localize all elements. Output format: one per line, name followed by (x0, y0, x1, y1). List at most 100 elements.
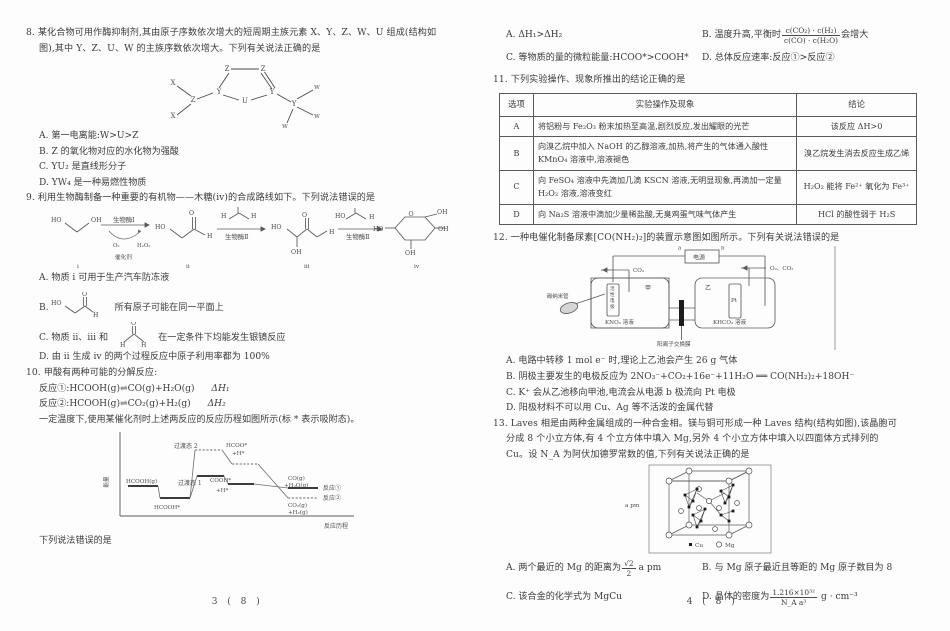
svg-text:甲: 甲 (645, 285, 651, 292)
table-cell-operation: 向 FeSO₄ 溶液中先滴加几滴 KSCN 溶液,无明显现象,再滴加一定量 H₂… (532, 169, 798, 205)
svg-text:ⅰ: ⅰ (77, 264, 79, 270)
question-10-reaction-2-equation: 反应②:HCOOH(g)⇌CO₂(g)+H₂(g) (39, 399, 191, 410)
svg-text:HCOOH(g): HCOOH(g) (126, 478, 157, 485)
svg-text:生物酶Ⅰ: 生物酶Ⅰ (113, 215, 135, 224)
table-header-operation: 实验操作及现象 (532, 93, 798, 117)
svg-text:H: H (93, 312, 99, 318)
svg-text:H₂O₂: H₂O₂ (137, 243, 150, 249)
svg-text:CO₂(g): CO₂(g) (288, 502, 307, 509)
table-cell-operation: 向 Na₂S 溶液中滴加少量稀盐酸,无臭鸡蛋气味气体产生 (532, 203, 798, 225)
question-10-option-d: D. 总体反应速率:反应①>反应② (702, 53, 835, 63)
fraction-denominator: N_A a³ (781, 597, 807, 607)
svg-text:ⅲ: ⅲ (304, 264, 310, 270)
question-10-stem: 10. 甲酸有两种可能的分解反应: (26, 368, 158, 379)
table-cell-option: D (499, 203, 534, 225)
svg-text:H: H (120, 342, 126, 348)
question-9-option-c-suffix: 在一定条件下均能发生银镜反应 (158, 332, 286, 343)
question-13-option-d-suffix: g · cm⁻³ (821, 592, 858, 603)
svg-text:HCOOH*: HCOOH* (154, 505, 180, 511)
question-8-option-c: C. YU₂ 是直线形分子 (39, 162, 127, 173)
edge-length-label: a pm (625, 503, 640, 509)
question-9-option-d: D. 由 ⅱ 生成 ⅳ 的两个过程反应中原子利用率都为 100% (39, 352, 270, 363)
svg-text:Z: Z (224, 65, 229, 73)
svg-text:a: a (678, 246, 682, 252)
svg-text:Y: Y (215, 88, 221, 96)
question-10-options-row-1: A. ΔH₁>ΔH₂ B. 温度升高,平衡时 c(CO₂) · c(H₂) c(… (493, 26, 926, 45)
question-13-option-d: D. 晶体的密度为 1.216×10³² N_A a³ g · cm⁻³ (702, 588, 858, 607)
question-11-stem: 11. 下列实验操作、现象所推出的结论正确的是 (493, 74, 686, 85)
question-13-option-a-fraction: √2 2 (622, 559, 636, 578)
svg-text:H: H (141, 342, 147, 348)
question-9-option-c-structure: O H H (108, 320, 154, 348)
table-header-option: 选项 (499, 93, 534, 117)
question-9-option-b-prefix: B. (39, 302, 49, 313)
svg-text:W: W (282, 124, 288, 130)
question-13-stem-line3: Cu。设 N_A 为阿伏加德罗常数的值,下列有关说法正确的是 (506, 449, 750, 460)
question-10-reaction-1: 反应①:HCOOH(g)⇌CO(g)+H₂O(g) ΔH₁ (26, 382, 457, 398)
question-13-option-a: A. 两个最近的 Mg 的距离为 √2 2 a pm (506, 559, 702, 578)
table-row: A 将铝粉与 Fe₂O₃ 粉末加热至高温,剧烈反应,发出耀眼的光芒 该反应 ΔH… (499, 115, 917, 137)
question-12-option-a: A. 电路中转移 1 mol e⁻ 时,理论上乙池会产生 26 g 气体 (506, 356, 738, 367)
svg-text:生物酶Ⅱ: 生物酶Ⅱ (346, 232, 370, 241)
right-page-number: 4 ( 8 ) (686, 597, 739, 607)
question-10-reaction-1-equation: 反应①:HCOOH(g)⇌CO(g)+H₂O(g) (39, 383, 195, 394)
energy-axis-label: 能量 (102, 476, 110, 488)
table-cell-conclusion: H₂O₂ 能将 Fe²⁺ 氧化为 Fe³⁺ (796, 169, 917, 205)
svg-text:O: O (189, 210, 194, 217)
question-12-apparatus-diagram: 电源 a b CO₂ O₂、CO₂ 活 性 电 极 甲 乙 Pt KNO₃ 溶液… (493, 246, 926, 354)
question-12-option-b: B. 阴极主要发生的电极反应为 2NO₃⁻+CO₂+16e⁻+11H₂O ══ … (506, 372, 855, 383)
svg-text:+H₂(g): +H₂(g) (288, 509, 308, 516)
svg-text:H: H (221, 213, 227, 220)
svg-text:过渡态 1: 过渡态 1 (178, 479, 202, 487)
svg-text:乙: 乙 (705, 285, 711, 292)
svg-text:HO: HO (373, 226, 383, 233)
question-13-stem-line2: 分成 8 个小立方体,有 4 个立方体中填入 Mg,另外 4 个小立方体中填入以… (506, 434, 879, 445)
question-9-option-a: A. 物质 i 可用于生产汽车防冻液 (39, 272, 170, 283)
svg-text:OH: OH (438, 226, 449, 233)
svg-text:Y: Y (290, 100, 296, 108)
question-13-options-row-1: A. 两个最近的 Mg 的距离为 √2 2 a pm B. 与 Mg 原子最近且… (493, 559, 926, 578)
svg-text:H: H (251, 213, 257, 220)
question-10-option-a: A. ΔH₁>ΔH₂ (506, 29, 563, 40)
svg-text:X: X (170, 79, 175, 87)
question-11-experiment-table: 选项 实验操作及现象 结论 A 将铝粉与 Fe₂O₃ 粉末加热至高温,剧烈反应,… (499, 93, 917, 225)
question-10-reaction-1-enthalpy: ΔH₁ (211, 383, 230, 394)
question-13-option-a-prefix: A. 两个最近的 Mg 的距离为 (506, 563, 622, 574)
svg-text:X: X (170, 112, 175, 120)
svg-text:反应②: 反应② (323, 494, 341, 502)
fraction-denominator: 2 (626, 568, 632, 578)
svg-text:OH: OH (437, 209, 448, 216)
svg-text:CO₂: CO₂ (633, 268, 644, 274)
question-13-option-a-suffix: a pm (638, 563, 662, 574)
svg-text:碳纳米管: 碳纳米管 (547, 292, 569, 300)
svg-text:OH: OH (291, 249, 302, 256)
svg-text:H: H (329, 229, 335, 236)
left-page-number: 3 ( 8 ) (211, 597, 264, 607)
table-header-row: 选项 实验操作及现象 结论 (499, 93, 917, 117)
question-10-tail: 下列说法错误的是 (39, 536, 112, 547)
table-row: D 向 Na₂S 溶液中滴加少量稀盐酸,无臭鸡蛋气味气体产生 HCl 的酸性弱于… (499, 203, 917, 225)
table-cell-operation: 向溴乙烷中加入 NaOH 的乙醇溶液,加热,将产生的气体通入酸性 KMnO₄ 溶… (532, 135, 798, 171)
legend-cu-label: Cu (695, 543, 703, 549)
question-8-stem-line1: 8. 某化合物可用作酶抑制剂,其由原子序数依次增大的短周期主族元素 X、Y、Z、… (26, 28, 437, 38)
table-cell-conclusion: 溴乙烷发生消去反应生成乙烯 (796, 135, 917, 171)
svg-text:H: H (369, 214, 375, 221)
table-cell-operation: 将铝粉与 Fe₂O₃ 粉末加热至高温,剧烈反应,发出耀眼的光芒 (532, 115, 798, 137)
question-10-option-b-fraction: c(CO₂) · c(H₂) c(CO) · c(H₂O) (782, 26, 841, 45)
question-10-option-b-suffix: 会增大 (841, 29, 869, 40)
svg-text:ⅳ: ⅳ (414, 264, 420, 270)
legend-mg-label: Mg (725, 543, 735, 549)
svg-text:极: 极 (610, 303, 615, 310)
svg-text:KNO₃ 溶液: KNO₃ 溶液 (605, 318, 634, 326)
question-10-option-b: B. 温度升高,平衡时 c(CO₂) · c(H₂) c(CO) · c(H₂O… (702, 26, 868, 45)
question-10-reaction-2-enthalpy: ΔH₂ (207, 399, 226, 410)
svg-text:反应①: 反应① (323, 484, 341, 492)
svg-text:b: b (721, 246, 725, 252)
question-10-option-c: C. 等物质的量的微粒能量:HCOO*>COOH* (506, 53, 689, 63)
fraction-denominator: c(CO) · c(H₂O) (784, 35, 839, 45)
question-10-condition: 一定温度下,使用某催化剂时上述两反应的反应历程如图所示(标 * 表示吸附态)。 (39, 414, 360, 425)
question-9-option-b-structure: HO O H (49, 290, 111, 318)
svg-text:+H*: +H* (232, 451, 245, 457)
svg-text:CO(g): CO(g) (288, 475, 305, 482)
question-9-synthesis-scheme: HO OH 生物酶Ⅰ O₂ H₂O₂ 催化剂 HO O H H H O 生物酶Ⅱ… (26, 206, 457, 271)
